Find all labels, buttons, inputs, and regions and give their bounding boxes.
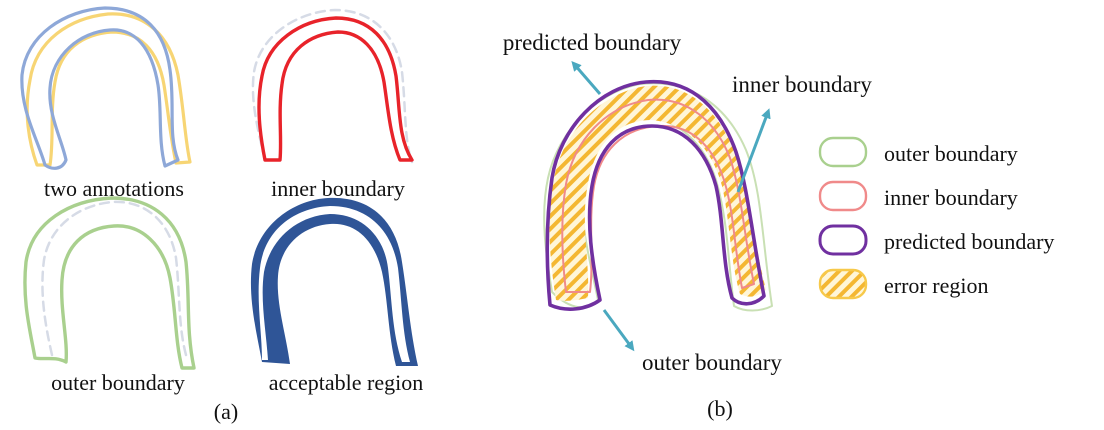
legend-swatch-inner-boundary <box>818 180 868 212</box>
caption-two-annotations: two annotations <box>44 176 184 201</box>
legend-swatch-predicted-boundary <box>818 224 868 256</box>
legend: outer boundary inner boundary predicted … <box>818 136 1054 300</box>
callout-outer-boundary: outer boundary <box>642 350 782 375</box>
legend-label-predicted-boundary: predicted boundary <box>884 229 1054 254</box>
caption-inner-boundary: inner boundary <box>271 176 405 201</box>
panel-a: two annotations inner boundary outer bou… <box>20 6 424 424</box>
callout-predicted-boundary: predicted boundary <box>503 30 682 55</box>
inner-boundary-drawing <box>251 8 414 164</box>
legend-label-error-region: error region <box>884 273 988 298</box>
acceptable-region-drawing <box>250 197 418 366</box>
acceptable-region-fill <box>250 197 418 366</box>
callout-inner-boundary: inner boundary <box>732 72 872 97</box>
panel-a-label: (a) <box>214 399 238 424</box>
panel-b: predicted boundary inner boundary outer … <box>503 30 1055 421</box>
inner-boundary-arrow <box>736 108 771 193</box>
yellow-annotation-contour <box>25 12 192 167</box>
error-region-fill <box>549 85 766 301</box>
legend-swatch-error-region <box>818 268 868 300</box>
predicted-boundary-contour <box>545 79 766 311</box>
inner-boundary-contour <box>257 16 414 162</box>
legend-label-outer-boundary: outer boundary <box>884 141 1018 166</box>
legend-label-inner-boundary: inner boundary <box>884 185 1018 210</box>
caption-outer-boundary: outer boundary <box>51 370 185 395</box>
two-annotations-drawing <box>20 6 192 170</box>
blue-annotation-contour <box>20 6 180 170</box>
predicted-boundary-arrow <box>571 60 602 95</box>
outer-boundary-contour <box>23 196 196 370</box>
caption-acceptable-region: acceptable region <box>269 370 424 395</box>
outer-boundary-arrow <box>602 309 635 352</box>
panel-b-label: (b) <box>707 396 733 421</box>
ghost-contour <box>251 8 414 164</box>
inner-boundary-contour <box>561 98 755 293</box>
outer-boundary-drawing <box>23 196 196 370</box>
legend-swatch-outer-boundary <box>818 136 868 168</box>
